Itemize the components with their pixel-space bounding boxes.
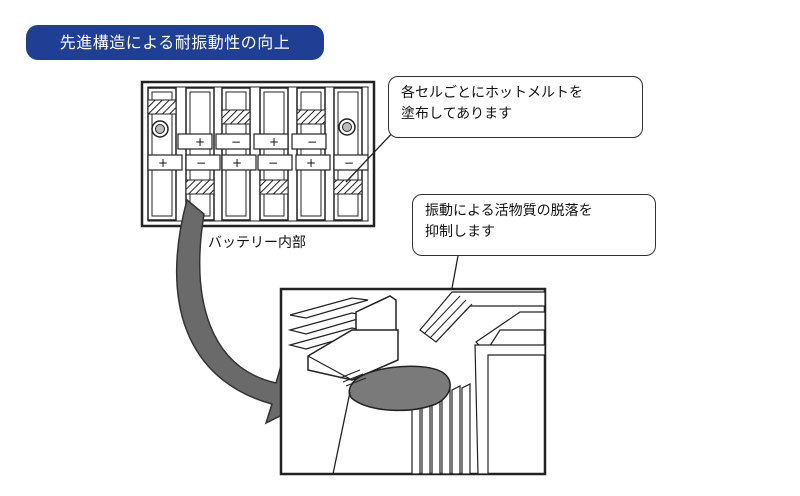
upper-sign-labels: + − + − xyxy=(195,135,317,149)
hotmelt-blob xyxy=(348,365,451,412)
upper-sign: − xyxy=(307,135,317,149)
hotmelt-leader-line xyxy=(345,126,399,183)
terminal-positive-icon xyxy=(338,118,356,136)
lower-sign: + xyxy=(232,156,242,170)
hotmelt-callout: 各セルごとにホットメルトを 塗布してあります xyxy=(388,76,643,138)
hotmelt-callout-line2: 塗布してあります xyxy=(401,106,513,122)
lower-sign-labels: + − + − + − xyxy=(158,156,354,170)
upper-connectors xyxy=(177,133,327,150)
diagram-title: 先進構造による耐振動性の向上 xyxy=(59,33,291,52)
detail-view xyxy=(279,287,547,476)
vibration-callout-line2: 抑制します xyxy=(425,224,495,240)
hotmelt-callout-line1: 各セルごとにホットメルトを xyxy=(401,85,583,101)
lower-sign: − xyxy=(268,156,278,170)
lower-sign: − xyxy=(344,156,354,170)
upper-sign: + xyxy=(195,135,205,149)
battery-top-view: + − + − + − + − + − xyxy=(140,80,376,228)
vibration-callout-line1: 振動による活物質の脱落を xyxy=(425,203,593,219)
terminal-negative-icon xyxy=(151,120,169,138)
battery-caption: バッテリー内部 xyxy=(208,235,306,251)
title-badge: 先進構造による耐振動性の向上 xyxy=(26,25,324,60)
vibration-callout: 振動による活物質の脱落を 抑制します xyxy=(412,194,656,256)
lower-sign: + xyxy=(306,156,316,170)
upper-sign: + xyxy=(269,135,279,149)
lower-connectors xyxy=(147,154,369,171)
lower-sign: − xyxy=(196,156,206,170)
upper-sign: − xyxy=(231,135,241,149)
hotmelt-blocks xyxy=(147,99,363,195)
lower-sign: + xyxy=(158,156,168,170)
